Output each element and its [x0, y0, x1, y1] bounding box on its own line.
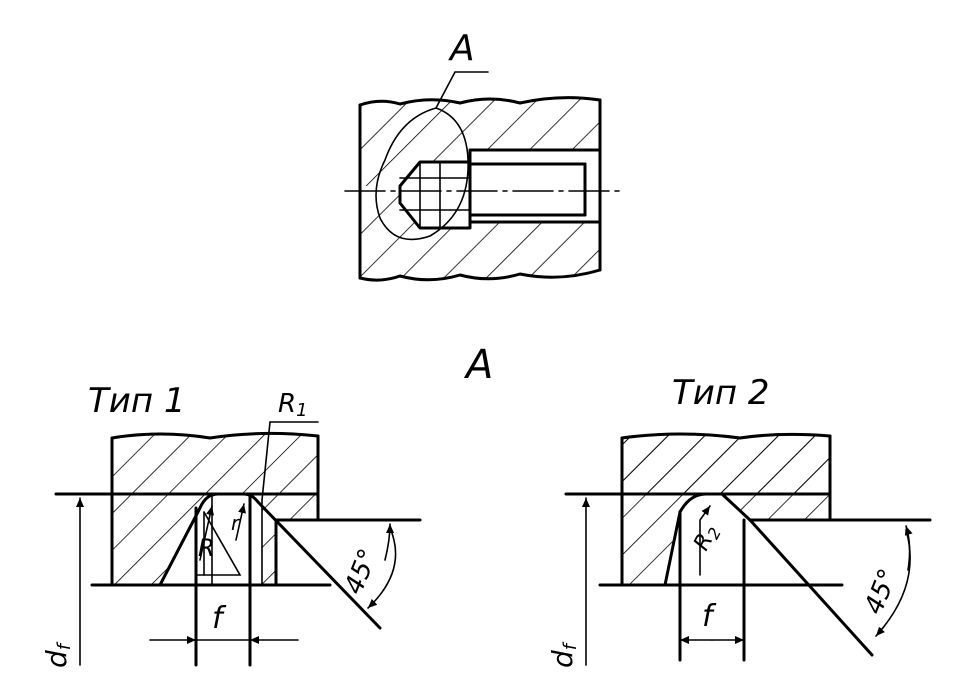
- top-view-label: A: [448, 28, 475, 69]
- top-body-lower: [360, 195, 600, 281]
- top-section-view: A: [344, 28, 621, 282]
- type2-r2: R2: [689, 521, 725, 556]
- type2-title: Тип 2: [672, 373, 770, 413]
- svg-text:r: r: [231, 511, 241, 535]
- top-body-upper: [360, 97, 600, 186]
- svg-text:45°: 45°: [339, 545, 384, 599]
- type2-detail: Тип 2 R2 f 45° df: [546, 373, 932, 668]
- type2-df: df: [546, 641, 581, 668]
- svg-text:45°: 45°: [859, 565, 904, 619]
- type1-df: df: [40, 641, 75, 668]
- detail-title: A: [463, 342, 493, 388]
- type1-r1: R1: [278, 389, 308, 421]
- type1-title: Тип 1: [88, 381, 186, 421]
- svg-text:f: f: [702, 599, 717, 634]
- type1-detail: Тип 1 R r R1 f: [40, 381, 422, 668]
- svg-text:f: f: [212, 601, 227, 636]
- svg-text:R: R: [198, 534, 215, 562]
